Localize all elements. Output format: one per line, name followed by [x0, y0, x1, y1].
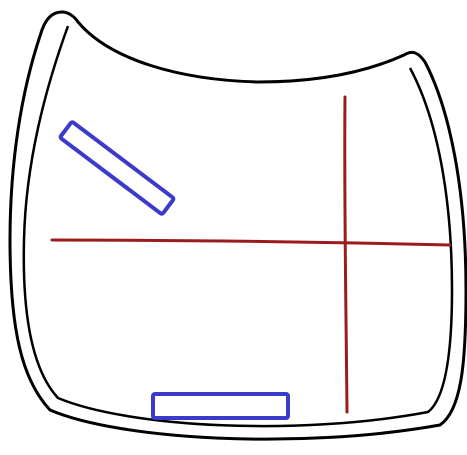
saddle-pad-outer-outline	[10, 12, 466, 439]
saddle-pad-inner-outline	[24, 26, 452, 426]
red-horizontal-line	[52, 240, 450, 245]
blue-tilted-rectangle	[60, 121, 174, 214]
blue-bottom-rectangle	[153, 394, 288, 418]
red-vertical-line	[345, 97, 347, 412]
